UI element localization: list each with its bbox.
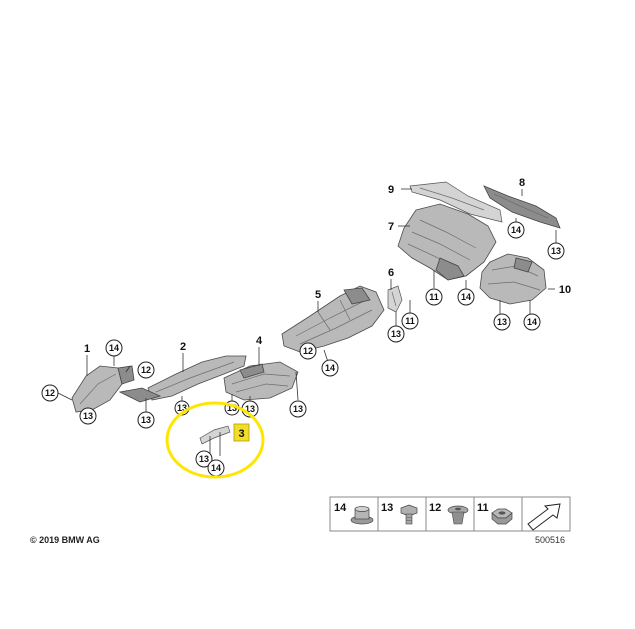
ref-label: 12 [141,365,151,375]
ref-14-part8: 14 [507,221,525,239]
callout-8-label: 8 [519,177,525,189]
ref-14-part10: 14 [523,313,541,331]
ref-14-part7: 14 [457,288,475,306]
callout-9: 9 [384,181,398,196]
callout-10: 10 [555,281,575,296]
ref-13-part3: 13 [195,450,213,468]
ref-14-part5: 14 [321,359,339,377]
ref-12-part1: 12 [41,384,59,402]
ref-label: 13 [391,329,401,339]
part-2-heat-shield[interactable] [118,355,247,403]
callout-10-label: 10 [559,284,571,296]
ref-label: 13 [245,404,255,414]
expanding-nut-icon [447,505,469,525]
direction-arrow-icon [527,503,561,531]
ref-label: 13 [199,454,209,464]
ref-label: 14 [527,317,537,327]
ref-13-part1: 13 [79,407,97,425]
ref-13-part10: 13 [493,313,511,331]
hardware-legend: 14 13 12 [329,496,571,532]
legend-number: 11 [477,502,489,514]
ref-13-part2b: 13 [137,411,155,429]
ref-label: 11 [429,292,439,302]
ref-label: 13 [497,317,507,327]
callout-7-label: 7 [388,221,394,233]
ref-14-part3: 14 [207,459,225,477]
callout-6-label: 6 [388,267,394,279]
ref-13-part4a: 13 [289,400,307,418]
part-7-heat-shield[interactable] [397,203,497,281]
ref-label: 14 [211,463,221,473]
callout-4: 4 [252,332,266,347]
ref-11-part6: 11 [401,312,419,330]
ref-label: 14 [511,225,521,235]
ref-label: 13 [551,246,561,256]
part-5-heat-shield[interactable] [281,285,385,353]
callout-4-label: 4 [256,335,263,347]
callout-3-label: 3 [238,428,244,440]
flange-nut-icon [350,506,374,525]
callout-1-label: 1 [84,343,90,355]
ref-12-part5: 12 [299,342,317,360]
legend-item-11: 11 [477,502,513,525]
ref-label: 14 [109,343,119,353]
ref-label: 14 [461,292,471,302]
callout-5-label: 5 [315,289,321,301]
ref-label: 14 [325,363,335,373]
ref-label: 13 [293,404,303,414]
callout-3-highlighted: 3 [233,423,250,442]
drawing-number: 500516 [535,535,565,545]
ref-12-part2: 12 [137,361,155,379]
screw-stud-icon [400,504,418,525]
callout-9-label: 9 [388,184,394,196]
ref-label: 13 [177,403,187,413]
part-10-heat-shield[interactable] [479,253,547,305]
part-8-heat-shield[interactable] [483,185,561,229]
ref-label: 11 [405,316,415,326]
legend-item-13: 13 [381,502,418,525]
part-3-bracket[interactable] [199,425,231,456]
legend-number: 12 [429,502,441,514]
highlight-ring [165,401,265,479]
legend-item-12: 12 [429,502,469,525]
ref-label: 12 [45,388,55,398]
ref-11-part7: 11 [425,288,443,306]
copyright-text: © 2019 BMW AG [30,535,100,545]
legend-number: 13 [381,502,393,514]
ref-label: 13 [83,411,93,421]
part-6-bracket[interactable] [387,285,403,313]
callout-2-label: 2 [180,341,186,353]
callout-7: 7 [384,218,398,233]
ref-13-part8: 13 [547,242,565,260]
callout-8: 8 [515,174,529,189]
callout-1: 1 [80,340,94,355]
hex-nut-icon [491,508,513,525]
ref-14-part1: 14 [105,339,123,357]
ref-13-part6: 13 [387,325,405,343]
ref-label: 13 [227,403,237,413]
part-1-heat-shield[interactable] [71,365,135,413]
part-9-heat-shield[interactable] [409,181,503,223]
callout-5: 5 [311,286,325,301]
legend-item-14: 14 [334,502,374,525]
callout-2: 2 [176,338,190,353]
callout-6: 6 [384,264,398,279]
legend-number: 14 [334,502,347,514]
ref-label: 13 [141,415,151,425]
ref-label: 12 [303,346,313,356]
